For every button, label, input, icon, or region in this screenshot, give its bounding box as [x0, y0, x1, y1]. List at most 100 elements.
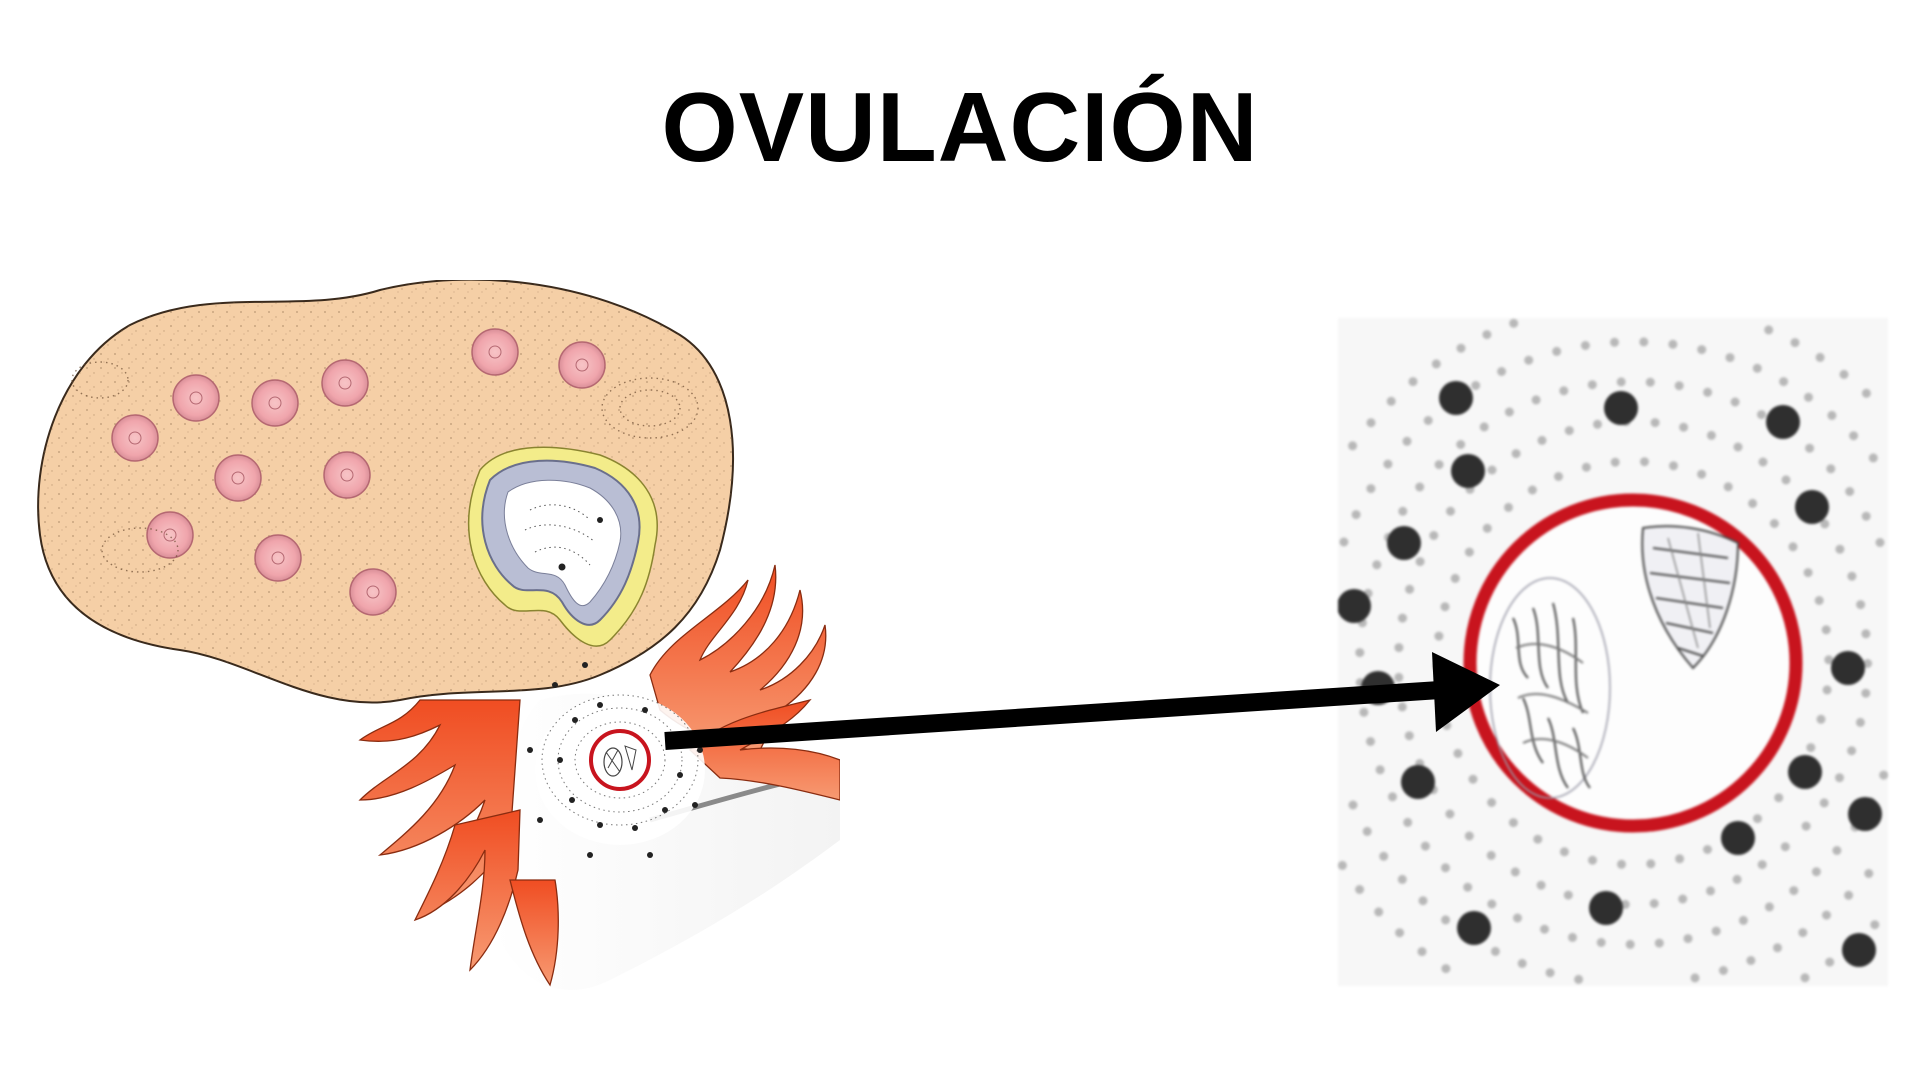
granule-dot: [1441, 915, 1451, 925]
granule-dot: [1875, 538, 1885, 547]
granule-dot: [1559, 386, 1569, 396]
granule-dot: [1625, 939, 1635, 949]
granule-dot: [1779, 377, 1789, 387]
granule-dot: [1379, 851, 1389, 861]
granule-dot: [1639, 337, 1649, 347]
granule-dot: [1610, 337, 1619, 347]
granule-dot: [1827, 410, 1837, 420]
granule-dot: [1423, 416, 1433, 425]
granule-dot: [1816, 714, 1826, 724]
granule-dot: [1395, 928, 1405, 938]
granule-dot: [1616, 377, 1626, 387]
granule-dot: [1434, 631, 1444, 641]
granule-dot: [1398, 613, 1407, 623]
granule-dot: [1482, 523, 1492, 533]
granule-dot: [1366, 484, 1376, 494]
granule-dot: [1879, 770, 1888, 780]
granule-dot: [1403, 817, 1413, 827]
granule-dot: [1861, 388, 1871, 398]
follicle: [558, 341, 606, 389]
granule-dot: [1654, 938, 1664, 948]
granule-dot: [1471, 381, 1481, 390]
granule-dot: [1408, 377, 1418, 387]
granule-dot: [1824, 655, 1834, 665]
granule-dot: [1453, 748, 1463, 758]
granule-dot: [1402, 436, 1412, 446]
cumulus-cells: [1338, 381, 1882, 967]
granule-dot: [1847, 746, 1857, 756]
granule-dot: [1798, 928, 1808, 938]
granule-dot: [1417, 947, 1427, 957]
granule-dot: [1730, 397, 1740, 407]
granule-dot: [1456, 440, 1466, 449]
follicle: [349, 568, 397, 616]
granule-dot: [1394, 672, 1404, 682]
granule-dot: [1752, 363, 1762, 373]
granule-dot: [1764, 325, 1774, 335]
granule-dot: [1832, 846, 1842, 855]
granule-dot: [1372, 560, 1382, 570]
granule-dot: [1564, 426, 1574, 436]
granule-dot: [1554, 472, 1563, 481]
granule-dot: [1738, 915, 1748, 925]
granule-dot: [1697, 469, 1707, 479]
granule-dot: [1868, 453, 1878, 463]
granule-dot: [1487, 899, 1497, 909]
granule-dot: [1593, 419, 1602, 429]
granule-dot: [1383, 459, 1393, 469]
granule-dot: [1773, 943, 1782, 953]
follicle: [172, 374, 220, 422]
granule-dot: [1581, 462, 1591, 472]
granule-dot: [1825, 957, 1835, 967]
granule-dot: [1339, 537, 1349, 547]
granule-dot: [1536, 880, 1546, 890]
granule-dot: [1432, 661, 1442, 671]
primordial-follicles: [111, 328, 606, 616]
granule-dot: [1645, 377, 1655, 387]
granule-dot: [1861, 511, 1871, 521]
granule-dot: [1706, 430, 1716, 440]
granule-dot: [1669, 461, 1678, 471]
granule-dot: [1431, 359, 1441, 369]
granule-dot: [1537, 435, 1547, 445]
granule-dot: [1864, 869, 1874, 878]
granule-dot: [1429, 531, 1439, 540]
granule-dot: [1348, 441, 1358, 451]
granule-dot: [1487, 798, 1497, 807]
granule-dot: [1464, 831, 1474, 841]
granule-dot: [1508, 818, 1518, 828]
granule-dot: [1359, 707, 1369, 717]
granule-dot: [1405, 584, 1415, 594]
granule-dot: [1814, 596, 1824, 605]
granule-dot: [1338, 860, 1347, 870]
granule-dot: [1863, 659, 1873, 668]
granule-dot: [1490, 946, 1500, 956]
granule-dot: [1822, 685, 1832, 695]
granule-dot: [1509, 318, 1519, 328]
polar-body: [1641, 525, 1740, 670]
granule-dot: [1418, 896, 1428, 906]
granule-dot: [1456, 343, 1466, 353]
granule-dot: [1386, 396, 1396, 406]
granule-dot: [1790, 338, 1800, 348]
granule-dot: [1839, 369, 1849, 379]
granule-dot: [1446, 506, 1455, 516]
follicle: [323, 451, 371, 499]
granule-dot: [1815, 352, 1825, 362]
granule-dot: [1434, 460, 1444, 470]
granule-dot: [1679, 422, 1689, 432]
fimbriae-lower: [358, 699, 559, 987]
granule-dot: [1513, 913, 1522, 923]
granule-dot: [1545, 968, 1555, 978]
granule-dot: [1463, 882, 1473, 892]
granule-dot: [1870, 920, 1880, 930]
granule-dot: [1540, 924, 1549, 934]
granule-dot: [1697, 345, 1707, 355]
granule-dot: [1822, 910, 1831, 920]
granule-dot: [1587, 380, 1597, 390]
granule-dot: [1725, 353, 1735, 363]
granule-dot: [1435, 691, 1445, 701]
granule-dot: [1394, 643, 1404, 653]
granule-dot: [1723, 482, 1733, 492]
granule-dot: [1835, 544, 1845, 554]
